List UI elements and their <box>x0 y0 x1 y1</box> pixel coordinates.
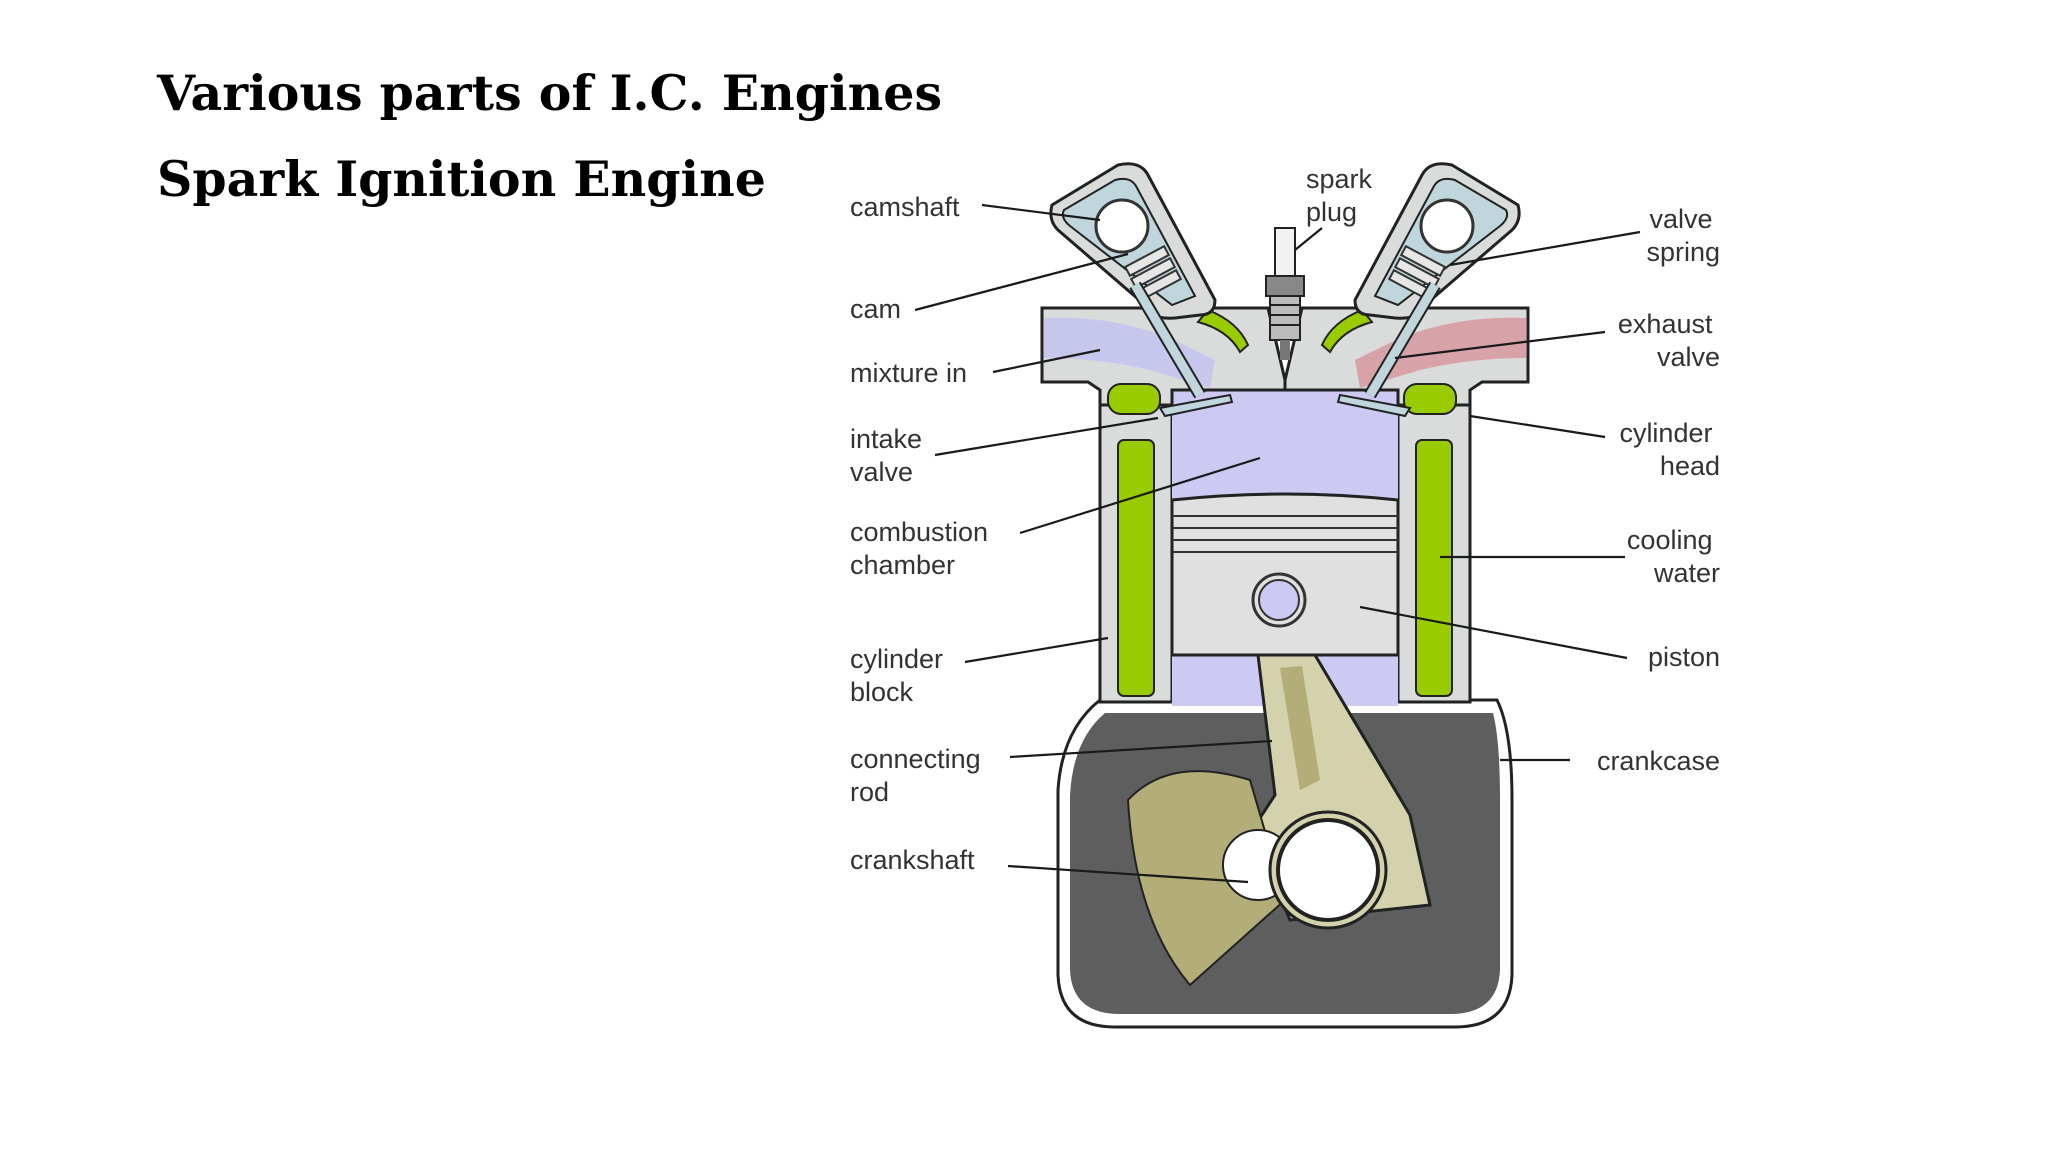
label-spark-plug: spark plug <box>1306 164 1380 227</box>
cooling-water-left <box>1117 439 1155 697</box>
intake-valve-housing <box>1049 162 1217 320</box>
label-intake-valve: intake valve <box>850 424 930 487</box>
label-piston: piston <box>1648 642 1720 672</box>
label-combustion-chamber: combustion chamber <box>850 517 996 580</box>
label-cylinder-block: cylinder block <box>850 644 951 707</box>
exhaust-camshaft <box>1419 198 1475 254</box>
piston <box>1170 492 1400 657</box>
label-crankshaft: crankshaft <box>850 845 975 875</box>
exhaust-valve-spring <box>1387 244 1447 302</box>
intake-valve <box>1129 281 1234 418</box>
exhaust-valve <box>1336 281 1441 418</box>
label-cam: cam <box>850 294 901 324</box>
slide-title: Various parts of I.C. Engines <box>157 64 943 122</box>
intake-port <box>1044 317 1215 388</box>
label-cooling-water: cooling water <box>1627 525 1720 588</box>
head-coolant-top-left <box>1196 308 1250 354</box>
label-cylinder-head: cylinder head <box>1619 418 1720 481</box>
crankshaft <box>1126 770 1388 987</box>
cooling-water-right <box>1415 439 1453 697</box>
intake-valve-spring <box>1123 244 1183 302</box>
head-coolant-top-right <box>1320 308 1374 354</box>
label-mixture-in: mixture in <box>850 358 967 388</box>
label-connecting-rod: connecting rod <box>850 744 988 807</box>
label-crankcase: crankcase <box>1597 746 1720 776</box>
intake-camshaft <box>1094 198 1150 254</box>
label-valve-spring: valve spring <box>1646 204 1720 267</box>
head-coolant-right <box>1403 383 1457 415</box>
leader-lines <box>914 203 1641 884</box>
spark-plug <box>1265 227 1305 360</box>
exhaust-valve-housing <box>1353 162 1521 320</box>
head-coolant-left <box>1107 383 1161 415</box>
slide-subtitle: Spark Ignition Engine <box>157 150 766 208</box>
label-exhaust-valve: exhaust valve <box>1618 309 1720 372</box>
label-camshaft: camshaft <box>850 192 960 222</box>
